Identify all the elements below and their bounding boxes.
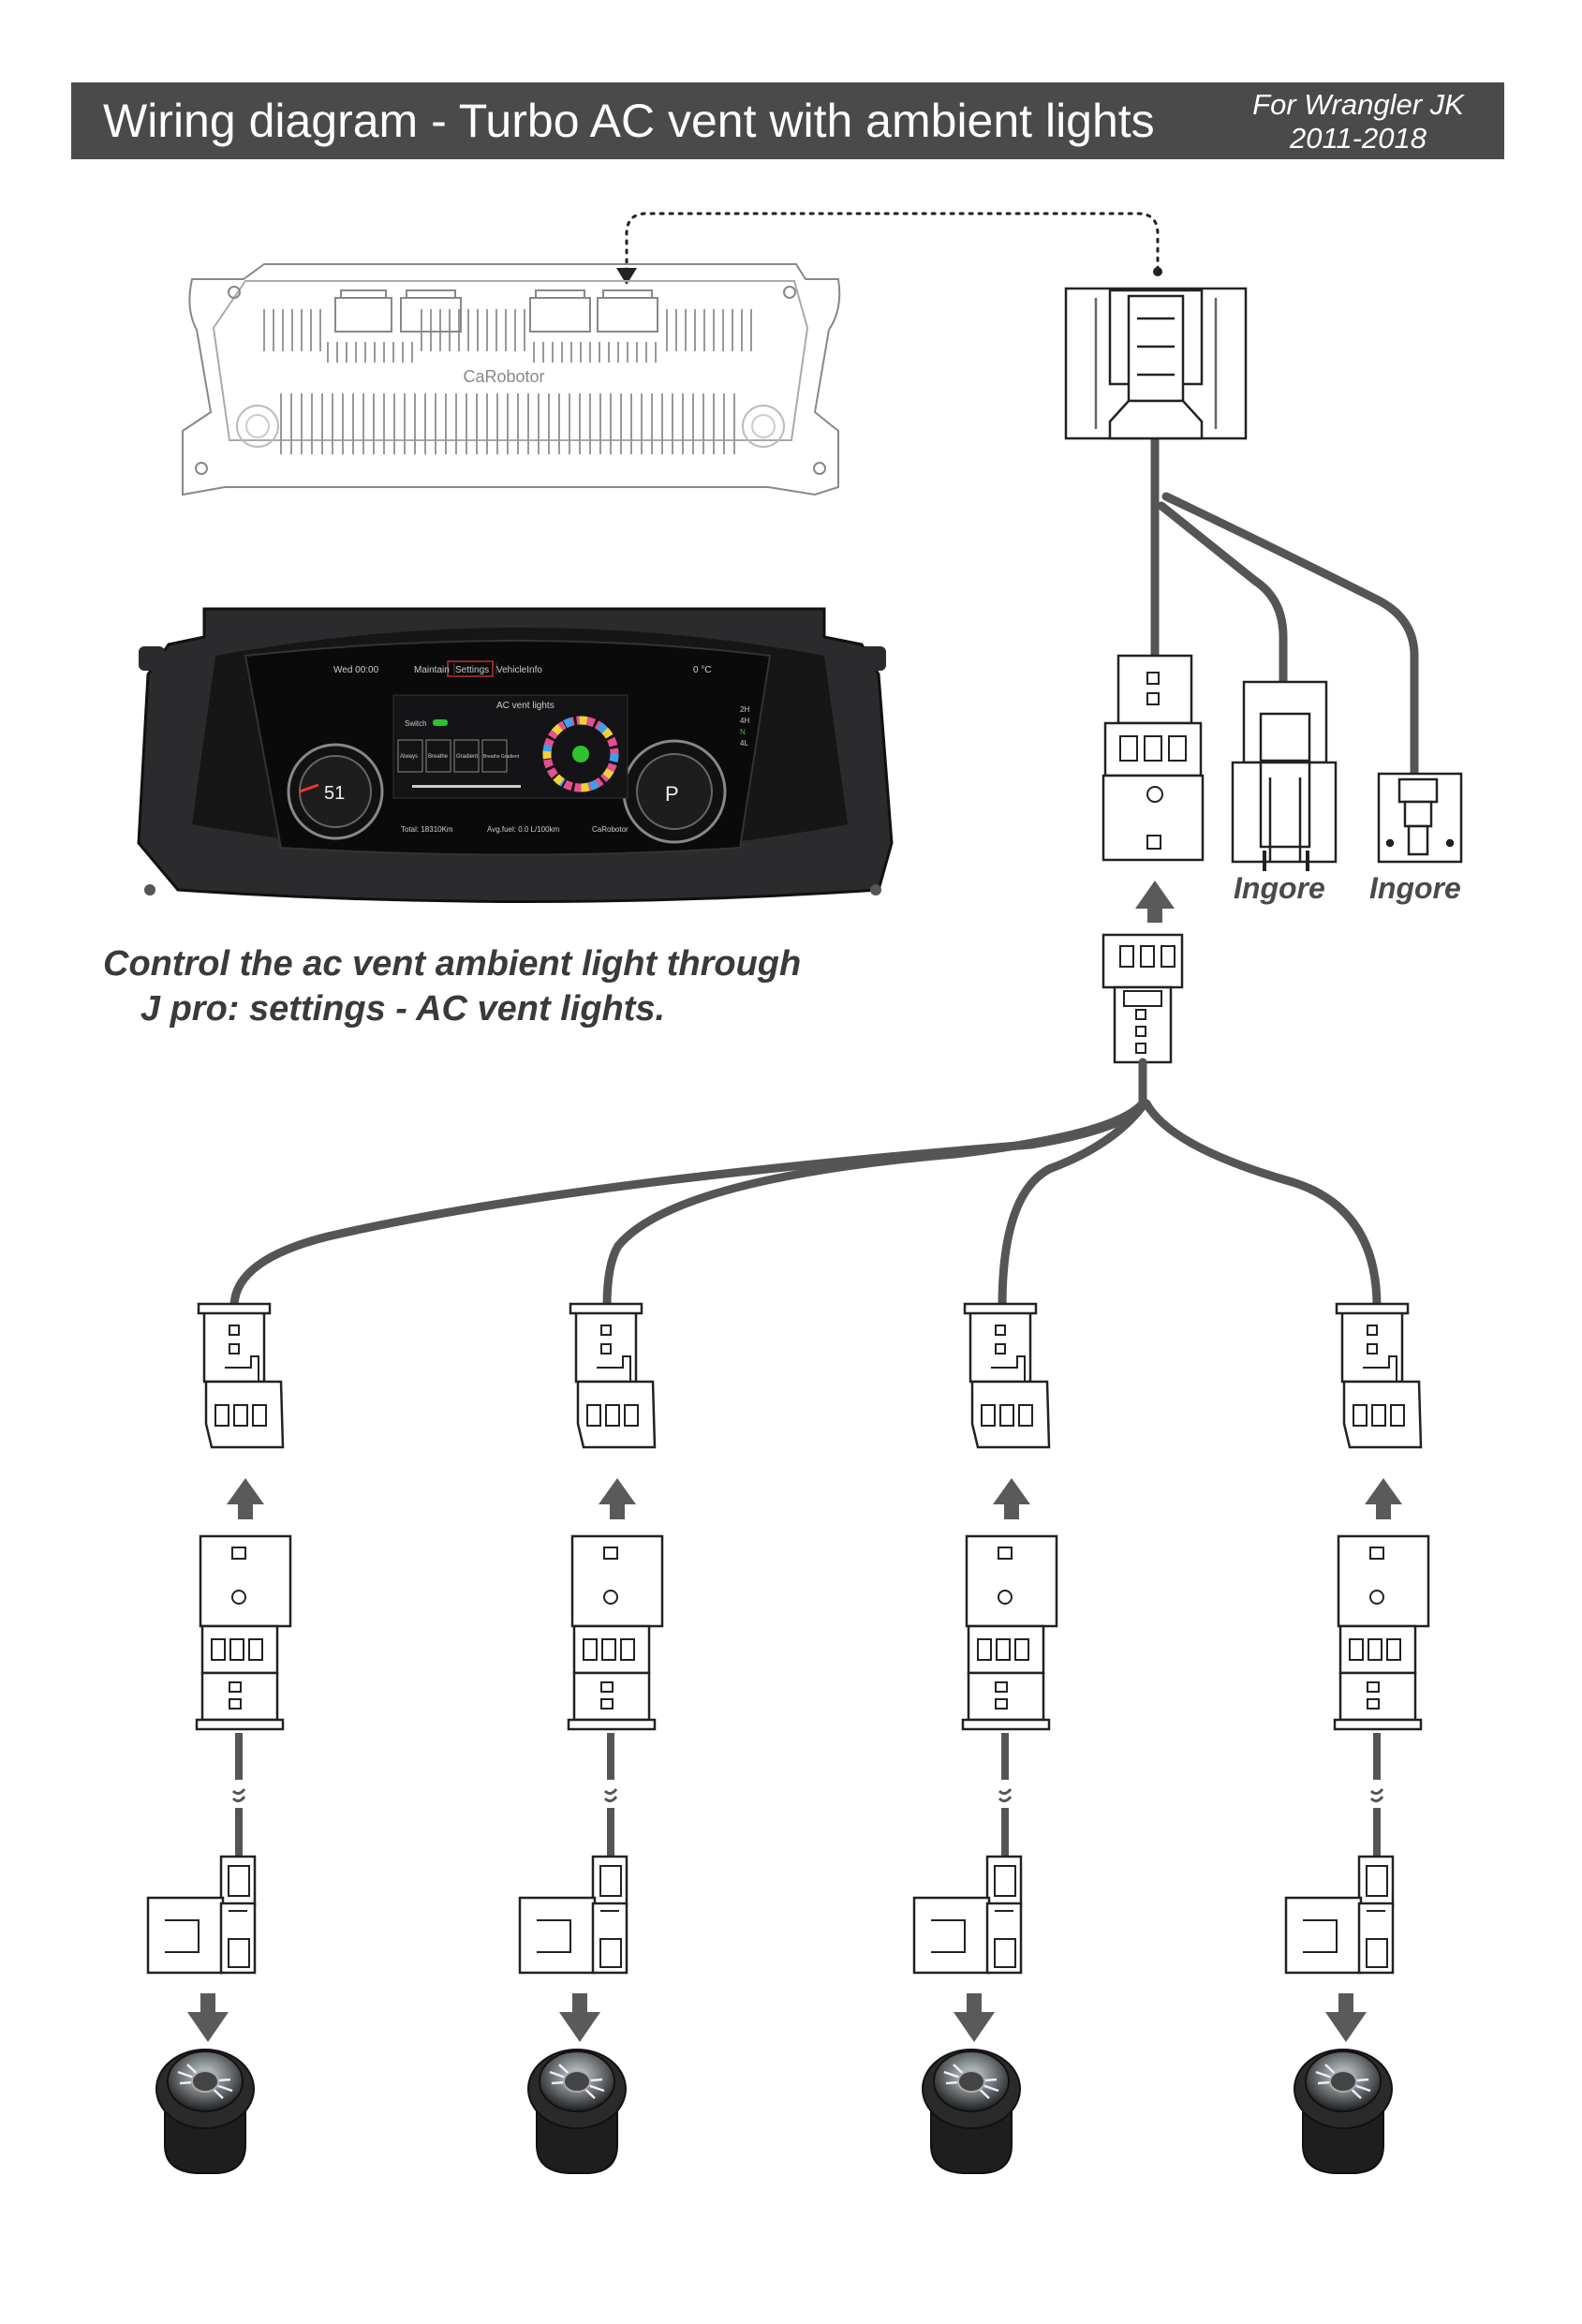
cluster-menu-title: AC vent lights xyxy=(496,701,554,711)
instrument-cluster xyxy=(137,607,894,903)
cluster-tab-maintain: Maintain xyxy=(414,665,450,675)
cluster-drive-2h: 2H xyxy=(740,705,749,714)
vehicle-years: 2011-2018 xyxy=(1290,122,1427,155)
arrow-up-branch xyxy=(227,1478,264,1519)
branch-socket xyxy=(197,1302,285,1449)
module-vent-slots-top xyxy=(263,309,752,454)
cluster-tab-settings: Settings xyxy=(455,665,489,675)
cluster-screen-text: Wed 00:00 Maintain Settings VehicleInfo … xyxy=(324,665,749,834)
cluster-footer-brand: CaRobotor xyxy=(592,825,628,834)
splitter-wires xyxy=(229,1058,1382,1311)
cluster-gear: P xyxy=(665,782,679,806)
harness-main-connector xyxy=(1101,654,1205,862)
main-harness xyxy=(1150,436,1419,782)
vehicle-fitment: For Wrangler JK 2011-2018 xyxy=(1236,88,1480,155)
ac-vent xyxy=(155,2049,255,2174)
cluster-avg-fuel: Avg.fuel: 0.0 L/100km xyxy=(487,825,560,834)
ignore-label-1: Ingore xyxy=(1234,871,1325,905)
ignore-label-2: Ingore xyxy=(1369,871,1461,905)
caption-line-2: J pro: settings - AC vent lights. xyxy=(140,989,666,1029)
cluster-mode-breathe-gradient: Breathe Gradient xyxy=(483,754,520,760)
title-banner: Wiring diagram - Turbo AC vent with ambi… xyxy=(71,82,1504,159)
arrow-down-branch xyxy=(187,1993,229,2042)
cluster-drive-n: N xyxy=(740,728,746,736)
vehicle-model: For Wrangler JK xyxy=(1252,88,1464,121)
vent-connector xyxy=(146,1855,257,1975)
module-brand: CaRobotor xyxy=(463,367,544,386)
unused-connector-2 xyxy=(1377,772,1463,864)
branch-chain-2 xyxy=(520,1304,662,2173)
cluster-switch-label: Switch xyxy=(405,719,427,728)
cluster-tab-vehicleinfo: VehicleInfo xyxy=(496,665,542,675)
module-plug xyxy=(1064,287,1248,440)
cluster-mode-gradient: Gradient xyxy=(456,754,478,760)
dotted-link xyxy=(625,212,1160,274)
branch-chain-3 xyxy=(914,1304,1057,2173)
cluster-mode-always: Always xyxy=(400,754,418,760)
branch-chain-4 xyxy=(1286,1304,1428,2173)
branch-chain-1 xyxy=(146,1302,292,2174)
cluster-temp: 0 °C xyxy=(693,665,712,675)
arrow-up-main xyxy=(1135,881,1175,923)
cluster-total: Total: 18310Km xyxy=(401,825,453,834)
diagram-title: Wiring diagram - Turbo AC vent with ambi… xyxy=(103,95,1155,147)
cluster-time: Wed 00:00 xyxy=(333,665,379,675)
cluster-drive-4l: 4L xyxy=(740,739,748,748)
caption-line-1: Control the ac vent ambient light throug… xyxy=(103,944,802,984)
cluster-mode-breathe: Breathe xyxy=(428,754,449,760)
control-module xyxy=(182,263,841,496)
splitter-connector xyxy=(1101,933,1184,1064)
unused-connector-1 xyxy=(1231,680,1338,871)
cluster-speed: 51 xyxy=(324,783,345,804)
cluster-drive-4h: 4H xyxy=(740,717,749,725)
caption: Control the ac vent ambient light throug… xyxy=(103,941,802,1031)
branch-plug xyxy=(195,1534,292,1731)
module-connector-sockets xyxy=(334,289,658,333)
